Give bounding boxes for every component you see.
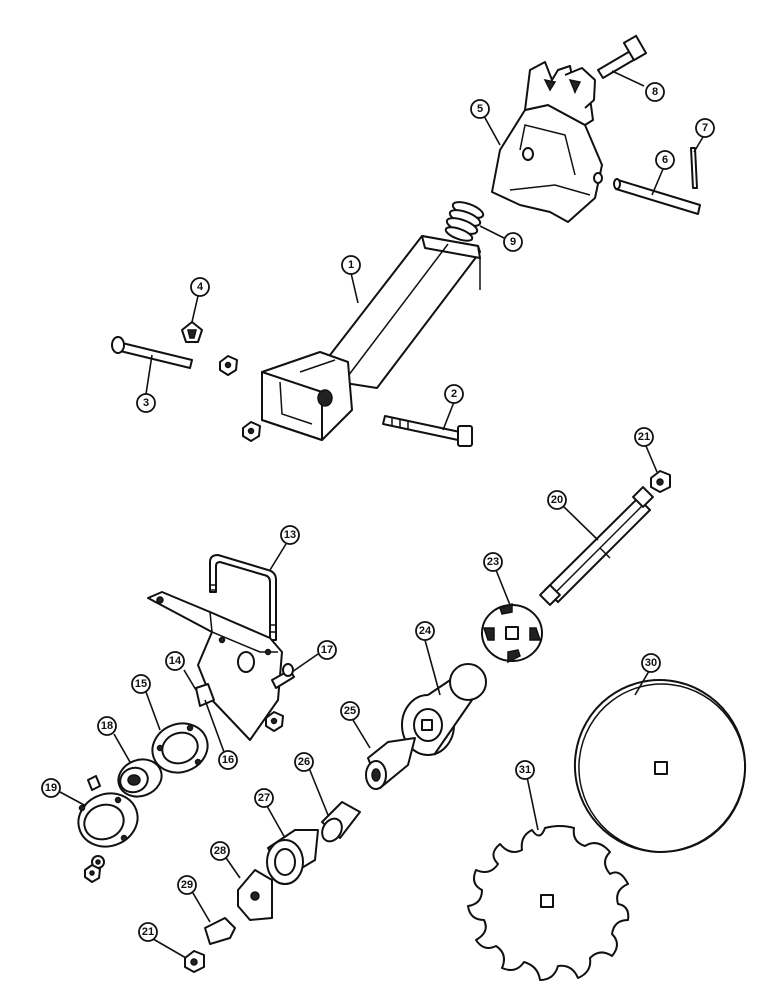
part-19-flange-housing bbox=[77, 792, 139, 848]
svg-text:24: 24 bbox=[419, 625, 432, 637]
callout-8: 8 bbox=[645, 82, 665, 102]
svg-text:2: 2 bbox=[451, 388, 457, 400]
nut-upper bbox=[219, 355, 238, 376]
callout-26: 26 bbox=[294, 752, 314, 772]
callout-4: 4 bbox=[190, 277, 210, 297]
svg-text:14: 14 bbox=[169, 655, 182, 667]
callout-17: 17 bbox=[317, 640, 337, 660]
nut-lower bbox=[242, 421, 261, 442]
callout-25: 25 bbox=[340, 701, 360, 721]
callout-31: 31 bbox=[515, 760, 535, 780]
nut-19 bbox=[84, 864, 101, 883]
svg-text:8: 8 bbox=[652, 86, 658, 98]
callout-6: 6 bbox=[655, 150, 675, 170]
callout-3: 3 bbox=[136, 393, 156, 413]
callout-18: 18 bbox=[97, 716, 117, 736]
part-30-disc bbox=[573, 679, 747, 853]
part-1-arm bbox=[261, 235, 481, 441]
callout-24: 24 bbox=[415, 621, 435, 641]
callout-28: 28 bbox=[210, 841, 230, 861]
callout-9: 9 bbox=[503, 232, 523, 252]
part-20-axle bbox=[539, 486, 654, 606]
svg-text:21: 21 bbox=[142, 926, 154, 938]
svg-text:26: 26 bbox=[298, 756, 310, 768]
callout-14: 14 bbox=[165, 651, 185, 671]
callout-1: 1 bbox=[341, 255, 361, 275]
svg-text:28: 28 bbox=[214, 845, 226, 857]
part-14-mount-plate bbox=[147, 591, 283, 741]
svg-text:23: 23 bbox=[487, 556, 499, 568]
callout-16: 16 bbox=[218, 750, 238, 770]
svg-text:13: 13 bbox=[284, 529, 296, 541]
callout-27: 27 bbox=[254, 788, 274, 808]
svg-text:9: 9 bbox=[510, 236, 516, 248]
callout-21-upper: 21 bbox=[634, 427, 654, 447]
svg-text:17: 17 bbox=[321, 644, 333, 656]
part-21-nut-upper bbox=[650, 470, 671, 493]
svg-text:29: 29 bbox=[181, 879, 193, 891]
callout-5: 5 bbox=[470, 99, 490, 119]
part-31-notched-disc bbox=[467, 825, 630, 981]
part-8-bolt bbox=[597, 34, 648, 79]
part-9-spring bbox=[444, 201, 485, 242]
part-21-nut-lower bbox=[184, 950, 205, 973]
part-5-bracket bbox=[491, 61, 603, 223]
callout-13: 13 bbox=[280, 525, 300, 545]
callout-15: 15 bbox=[131, 674, 151, 694]
callout-19: 19 bbox=[41, 778, 61, 798]
svg-text:1: 1 bbox=[348, 259, 354, 271]
svg-text:6: 6 bbox=[662, 154, 668, 166]
callout-7: 7 bbox=[695, 118, 715, 138]
svg-text:18: 18 bbox=[101, 720, 113, 732]
part-16-stud bbox=[195, 683, 215, 707]
callout-30: 30 bbox=[641, 653, 661, 673]
part-7-cotter-pin bbox=[690, 147, 698, 189]
svg-text:7: 7 bbox=[702, 122, 708, 134]
svg-text:31: 31 bbox=[519, 764, 531, 776]
part-18-bearing bbox=[117, 758, 163, 798]
callout-20: 20 bbox=[547, 490, 567, 510]
grease-fitting bbox=[87, 775, 101, 791]
svg-text:4: 4 bbox=[197, 281, 204, 293]
part-4-clip bbox=[181, 321, 203, 343]
callout-29: 29 bbox=[177, 875, 197, 895]
lock-washer bbox=[91, 855, 105, 869]
svg-text:30: 30 bbox=[645, 657, 657, 669]
part-26-bushing bbox=[321, 801, 361, 843]
svg-text:15: 15 bbox=[135, 678, 147, 690]
svg-text:27: 27 bbox=[258, 792, 270, 804]
callout-23: 23 bbox=[483, 552, 503, 572]
callout-21-lower: 21 bbox=[138, 922, 158, 942]
svg-text:20: 20 bbox=[551, 494, 563, 506]
callout-2: 2 bbox=[444, 384, 464, 404]
svg-text:5: 5 bbox=[477, 103, 483, 115]
svg-text:25: 25 bbox=[344, 705, 356, 717]
part-28-block bbox=[237, 869, 273, 921]
part-15-flange bbox=[151, 722, 209, 774]
part-27-bearing-cone bbox=[266, 829, 319, 885]
svg-text:16: 16 bbox=[222, 754, 234, 766]
part-17-bolt bbox=[271, 663, 295, 689]
part-29-clip bbox=[204, 917, 236, 945]
part-25-cone bbox=[365, 737, 416, 790]
part-2-bolt bbox=[382, 415, 473, 447]
svg-text:3: 3 bbox=[143, 397, 149, 409]
part-23-spool-end bbox=[481, 602, 543, 664]
part-3-pin bbox=[111, 336, 193, 369]
svg-text:21: 21 bbox=[638, 431, 650, 443]
nut-17 bbox=[265, 711, 284, 732]
part-6-pin bbox=[613, 178, 701, 215]
svg-text:19: 19 bbox=[45, 782, 57, 794]
leader-lines bbox=[59, 70, 704, 959]
